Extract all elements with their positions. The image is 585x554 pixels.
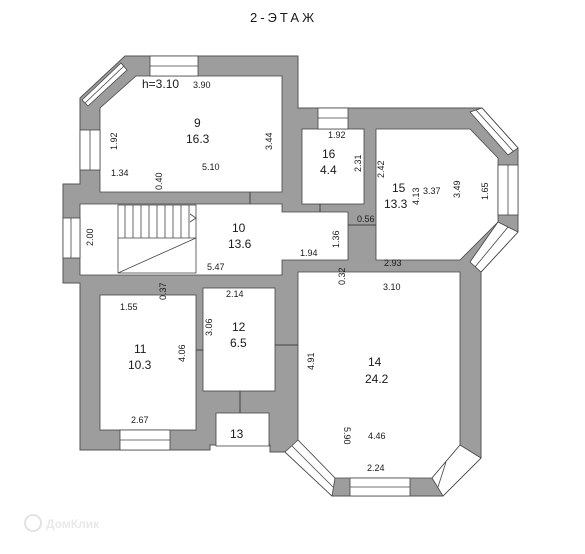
- room-10-area: 13.6: [228, 237, 252, 251]
- room-11-number: 11: [134, 342, 147, 356]
- room-floors: [79, 75, 499, 479]
- room-10-floor: [79, 203, 349, 276]
- dim-r11-right: 4.06: [177, 344, 187, 362]
- dim-r12-left: 3.06: [204, 318, 214, 336]
- room-12-floor: [202, 287, 276, 392]
- dim-r14-bottom: 2.24: [367, 463, 385, 473]
- window-r10-left: [62, 217, 81, 259]
- room-14-number: 14: [368, 355, 382, 369]
- dim-r14-top: 3.10: [383, 282, 401, 292]
- dim-r10-corr: 1.94: [300, 248, 318, 258]
- room-13-number: 13: [230, 427, 244, 441]
- dim-r15-nib: 0.56: [357, 214, 375, 224]
- dim-r12-top: 2.14: [226, 289, 244, 299]
- height-note: h=3.10: [142, 77, 179, 91]
- room-10-number: 10: [232, 221, 246, 235]
- dim-r9-right: 3.44: [264, 132, 274, 150]
- window-r14-right-diag: [431, 444, 482, 497]
- watermark-logo-icon: [24, 514, 42, 532]
- dim-r15-c: 3.49: [452, 180, 462, 198]
- dim-r9-bottom: 5.10: [202, 162, 220, 172]
- room-16-number: 16: [322, 147, 336, 161]
- dimension-labels: 3.90 1.92 3.44 5.10 1.34 0.40 1.92 2.31 …: [85, 80, 490, 473]
- room-16-area: 4.4: [320, 163, 337, 177]
- dim-r10-gap2: 0.37: [158, 282, 168, 300]
- dim-r9-top: 3.90: [193, 80, 211, 90]
- dim-r15-left: 2.42: [376, 160, 386, 178]
- dim-r11-bottom: 2.67: [131, 415, 149, 425]
- room-15-area: 13.3: [384, 197, 408, 211]
- dim-r14-a: 5.90: [342, 427, 352, 445]
- dim-r10-stair-left: 2.00: [85, 228, 95, 246]
- room-9-number: 9: [194, 116, 201, 130]
- dim-r11-top: 1.55: [120, 302, 138, 312]
- domclick-watermark: ДомКлик: [24, 514, 100, 532]
- windows: [62, 55, 519, 497]
- dim-r15-a: 3.37: [423, 186, 441, 196]
- dim-r10-bottom: 5.47: [207, 262, 225, 272]
- room-9-area: 16.3: [186, 132, 210, 146]
- watermark-text: ДомКлик: [46, 517, 100, 531]
- dim-r9-left: 1.92: [109, 132, 119, 150]
- room-11-floor: [99, 294, 197, 431]
- room-9-floor: [99, 75, 283, 193]
- window-r16-top: [317, 107, 349, 130]
- dim-r9-wall: 0.40: [154, 172, 164, 190]
- room-12-area: 6.5: [230, 336, 247, 350]
- dim-r10-nib: 1.36: [331, 230, 341, 248]
- window-r14-left-diag: [284, 439, 336, 497]
- room-11-area: 10.3: [128, 358, 152, 372]
- dim-r14-b: 4.46: [368, 431, 386, 441]
- door-marks: [196, 192, 376, 413]
- room-13-floor: [215, 412, 270, 447]
- room-14-area: 24.2: [365, 372, 389, 386]
- dim-r10-gap: 0.32: [337, 267, 347, 285]
- dim-r9-corner: 1.34: [111, 168, 129, 178]
- dim-r15-d: 1.65: [480, 182, 490, 200]
- staircase: [117, 204, 197, 274]
- room-16-floor: [301, 128, 365, 205]
- dim-r15-bottom: 2.93: [384, 258, 402, 268]
- window-r15-lower: [469, 221, 519, 273]
- room-15-number: 15: [392, 181, 406, 195]
- floor-title: 2-ЭТАЖ: [250, 10, 317, 25]
- dim-r16-top: 1.92: [328, 130, 346, 140]
- dim-r15-b: 4.13: [411, 187, 421, 205]
- dim-r16-right: 2.31: [353, 154, 363, 172]
- room-12-number: 12: [232, 320, 246, 334]
- dim-r14-left: 4.91: [306, 352, 316, 370]
